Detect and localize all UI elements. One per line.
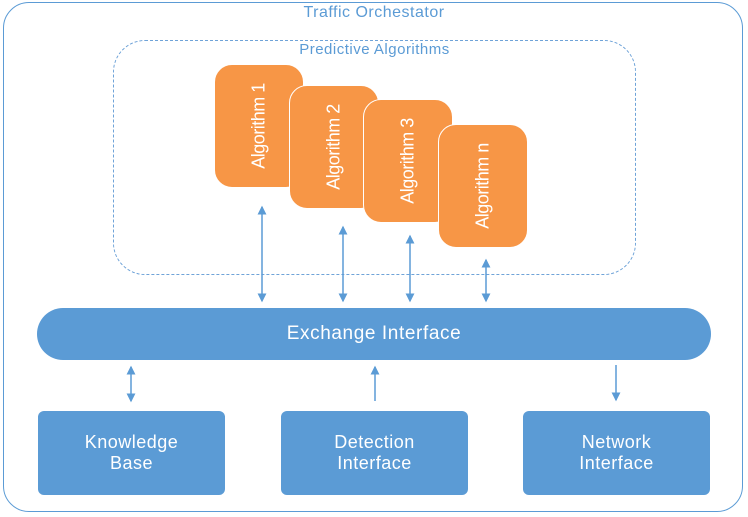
predictive-algorithms-group — [113, 40, 636, 275]
traffic-orchestrator-frame — [3, 2, 743, 512]
exchange-interface-label: Exchange Interface — [286, 323, 462, 344]
detection-interface-label-line2: Interface — [337, 453, 412, 473]
knowledge-base-label-line2: Base — [109, 453, 154, 473]
network-interface-label-line2: Interface — [579, 453, 654, 473]
detection-interface-label-line1: Detection — [334, 432, 415, 452]
algorithm-n-block: Algorithm n — [438, 124, 528, 248]
knowledge-base-label-line1: Knowledge — [84, 432, 179, 452]
detection-interface-box: Detection Interface — [281, 411, 468, 495]
network-interface-label-line1: Network — [581, 432, 652, 452]
knowledge-base-box: Knowledge Base — [38, 411, 225, 495]
network-interface-box: Network Interface — [523, 411, 710, 495]
traffic-orchestrator-title: Traffic Orchestator — [303, 4, 445, 21]
predictive-algorithms-title: Predictive Algorithms — [299, 41, 450, 58]
exchange-interface-bar: Exchange Interface — [37, 308, 711, 360]
